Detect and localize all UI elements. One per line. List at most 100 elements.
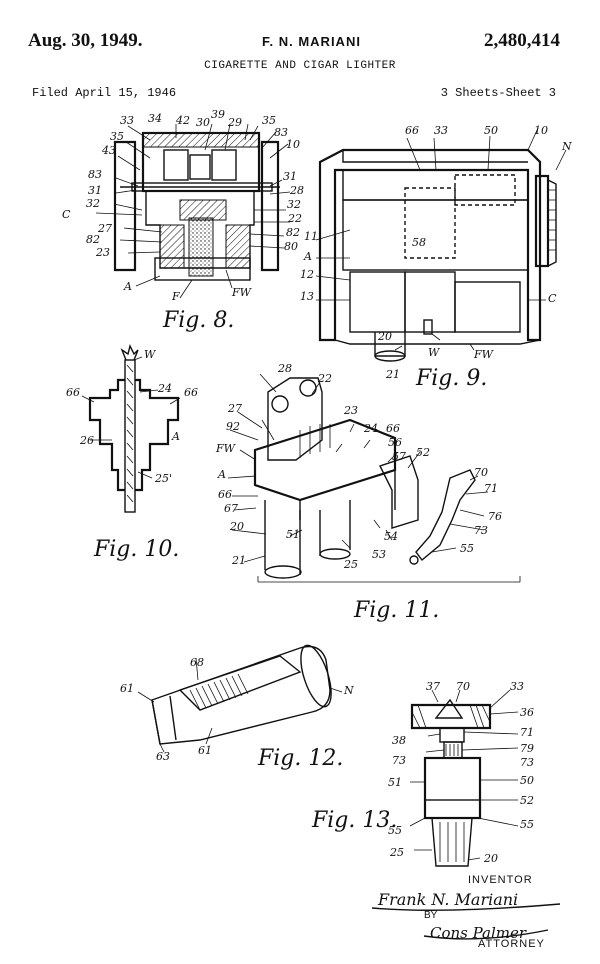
- ref-23: 23: [95, 246, 110, 259]
- ref-25: 25': [154, 472, 172, 485]
- ref-56: 56: [388, 436, 402, 449]
- ref-A: A: [303, 250, 312, 263]
- ref-33: 33: [120, 114, 134, 127]
- ref-76: 76: [488, 510, 502, 523]
- ref-34: 34: [148, 112, 162, 125]
- ref-N: N: [343, 684, 354, 697]
- ref-58: 58: [412, 236, 426, 249]
- ref-32: 32: [86, 197, 100, 210]
- ref-82b: 82: [286, 226, 300, 239]
- ref-42: 42: [175, 114, 190, 127]
- figure-10: W 24 66 66 A 26 25' Fig. 10.: [66, 346, 198, 562]
- ref-22: 22: [287, 212, 302, 225]
- ref-F: F: [171, 290, 180, 303]
- ref-FW: FW: [231, 286, 253, 299]
- ref-73: 73: [392, 754, 406, 767]
- figure-8: 33 34 35 42 30 39 29 35 83 10 43 83 31 3…: [62, 108, 304, 333]
- ref-52: 52: [416, 446, 430, 459]
- ref-13: 13: [300, 290, 314, 303]
- ref-25: 25: [389, 846, 404, 859]
- ref-W: W: [428, 346, 441, 359]
- fig11-label: Fig. 11.: [353, 598, 439, 623]
- ref-70: 70: [456, 680, 470, 693]
- ref-61b: 61: [198, 744, 212, 757]
- ref-FW: FW: [473, 348, 495, 361]
- ref-20: 20: [229, 520, 244, 533]
- ref-71: 71: [520, 726, 534, 739]
- ref-28: 28: [289, 184, 304, 197]
- ref-10: 10: [286, 138, 300, 151]
- ref-35: 35: [110, 130, 124, 143]
- signature-block: Frank N. Mariani Cons Palmer: [372, 890, 560, 942]
- ref-C: C: [62, 208, 71, 221]
- inventor-caption: INVENTOR: [468, 874, 533, 886]
- ref-23: 23: [343, 404, 358, 417]
- ref-51: 51: [388, 776, 402, 789]
- ref-26: 26: [79, 434, 94, 447]
- ref-66: 66: [386, 422, 400, 435]
- ref-73b: 73: [520, 756, 534, 769]
- ref-66: 66: [184, 386, 198, 399]
- ref-25: 25: [343, 558, 358, 571]
- ref-A: A: [217, 468, 226, 481]
- fig9-label: Fig. 9.: [415, 366, 487, 391]
- ref-W: W: [144, 348, 157, 361]
- ref-A: A: [171, 430, 180, 443]
- ref-38: 38: [392, 734, 406, 747]
- ref-63: 63: [156, 750, 170, 763]
- figure-11: 28 22 27 23 92 24 66 56 FW 57 52 A 66 67…: [215, 362, 520, 623]
- ref-68: 68: [190, 656, 204, 669]
- ref-73: 73: [474, 524, 488, 537]
- ref-83b: 83: [88, 168, 102, 181]
- figure-9: 66 33 50 10 N 11 58 A 12 13 C 20 21 W FW…: [300, 124, 572, 391]
- ref-70: 70: [474, 466, 488, 479]
- ref-33: 33: [434, 124, 448, 137]
- ref-27: 27: [227, 402, 242, 415]
- ref-53: 53: [372, 548, 386, 561]
- ref-66b: 66: [218, 488, 232, 501]
- ref-A: A: [123, 280, 132, 293]
- ref-50: 50: [484, 124, 498, 137]
- ref-50: 50: [520, 774, 534, 787]
- ref-11: 11: [304, 230, 318, 243]
- figure-13: 37 70 33 36 71 38 79 73 73 51 50 52 55 5…: [311, 680, 534, 866]
- ref-FW: FW: [215, 442, 237, 455]
- ref-33: 33: [510, 680, 524, 693]
- attorney-caption: ATTORNEY: [478, 938, 545, 950]
- fig8-label: Fig. 8.: [162, 308, 234, 333]
- ref-28: 28: [277, 362, 292, 375]
- ref-52: 52: [520, 794, 534, 807]
- ref-31: 31: [88, 184, 102, 197]
- inventor-signature: Frank N. Mariani: [377, 890, 518, 909]
- by-caption: BY: [424, 910, 437, 921]
- ref-36: 36: [520, 706, 534, 719]
- ref-67: 67: [224, 502, 238, 515]
- ref-39: 39: [211, 108, 225, 121]
- ref-32b: 32: [287, 198, 301, 211]
- ref-31b: 31: [283, 170, 297, 183]
- figure-12: 61 68 N 63 61 Fig. 12.: [120, 642, 354, 771]
- ref-12: 12: [300, 268, 314, 281]
- ref-20: 20: [377, 330, 392, 343]
- ref-79: 79: [520, 742, 534, 755]
- ref-21: 21: [231, 554, 246, 567]
- ref-24: 24: [157, 382, 172, 395]
- fig12-label: Fig. 12.: [257, 746, 343, 771]
- ref-92: 92: [226, 420, 240, 433]
- ref-30: 30: [196, 116, 210, 129]
- ref-80: 80: [284, 240, 298, 253]
- fig10-label: Fig. 10.: [93, 537, 179, 562]
- ref-24: 24: [363, 422, 378, 435]
- ref-29: 29: [227, 116, 242, 129]
- ref-21: 21: [385, 368, 400, 381]
- ref-51: 51: [286, 528, 300, 541]
- ref-20: 20: [483, 852, 498, 865]
- ref-C: C: [548, 292, 557, 305]
- ref-66: 66: [405, 124, 419, 137]
- ref-66b: 66: [66, 386, 80, 399]
- ref-43: 43: [101, 144, 116, 157]
- ref-57: 57: [392, 450, 406, 463]
- ref-82: 82: [86, 233, 100, 246]
- ref-22: 22: [317, 372, 332, 385]
